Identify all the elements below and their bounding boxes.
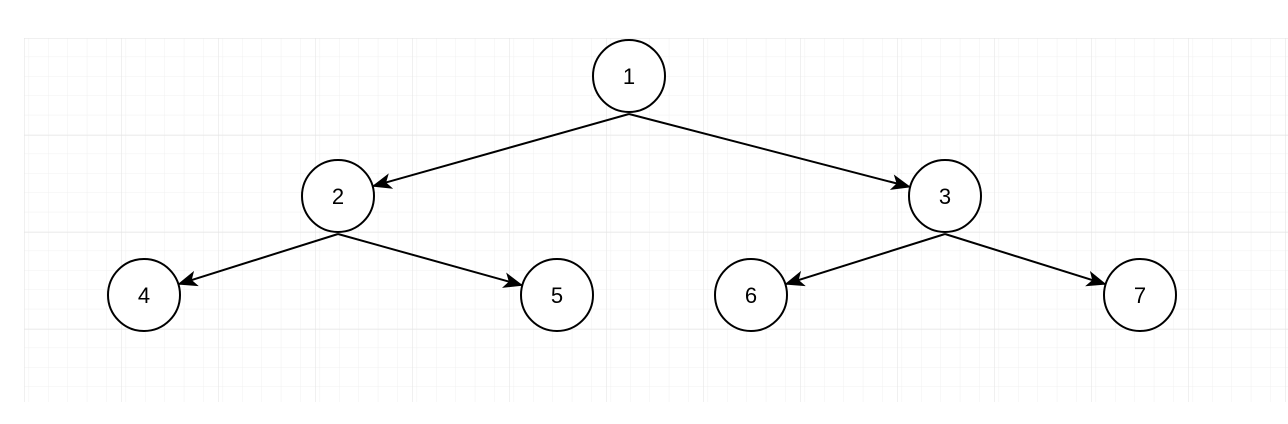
tree-node-4[interactable]: 4 <box>107 258 181 332</box>
tree-edges <box>177 113 1107 288</box>
tree-node-2[interactable]: 2 <box>301 159 375 233</box>
tree-node-1[interactable]: 1 <box>592 39 666 113</box>
edge-n1-n3 <box>628 113 912 190</box>
edge-n3-n6 <box>784 233 946 287</box>
node-circle <box>301 159 375 233</box>
node-label: 1 <box>623 64 635 89</box>
edge-n2-n4 <box>177 233 339 287</box>
tree-node-6[interactable]: 6 <box>714 258 788 332</box>
node-label: 6 <box>745 283 757 308</box>
tree-node-3[interactable]: 3 <box>908 159 982 233</box>
node-label: 2 <box>332 184 344 209</box>
edge-n2-n5 <box>337 233 524 288</box>
node-label: 5 <box>551 283 563 308</box>
node-label: 4 <box>138 283 150 308</box>
tree-node-7[interactable]: 7 <box>1103 258 1177 332</box>
node-circle <box>107 258 181 332</box>
node-circle <box>520 258 594 332</box>
node-label: 7 <box>1134 283 1146 308</box>
node-circle <box>714 258 788 332</box>
node-circle <box>592 39 666 113</box>
edge-n3-n7 <box>944 233 1107 287</box>
node-circle <box>908 159 982 233</box>
tree-node-5[interactable]: 5 <box>520 258 594 332</box>
node-circle <box>1103 258 1177 332</box>
tree-nodes: 1 2 3 4 5 6 7 <box>107 39 1177 332</box>
edge-n1-n2 <box>371 113 630 189</box>
node-label: 3 <box>939 184 951 209</box>
